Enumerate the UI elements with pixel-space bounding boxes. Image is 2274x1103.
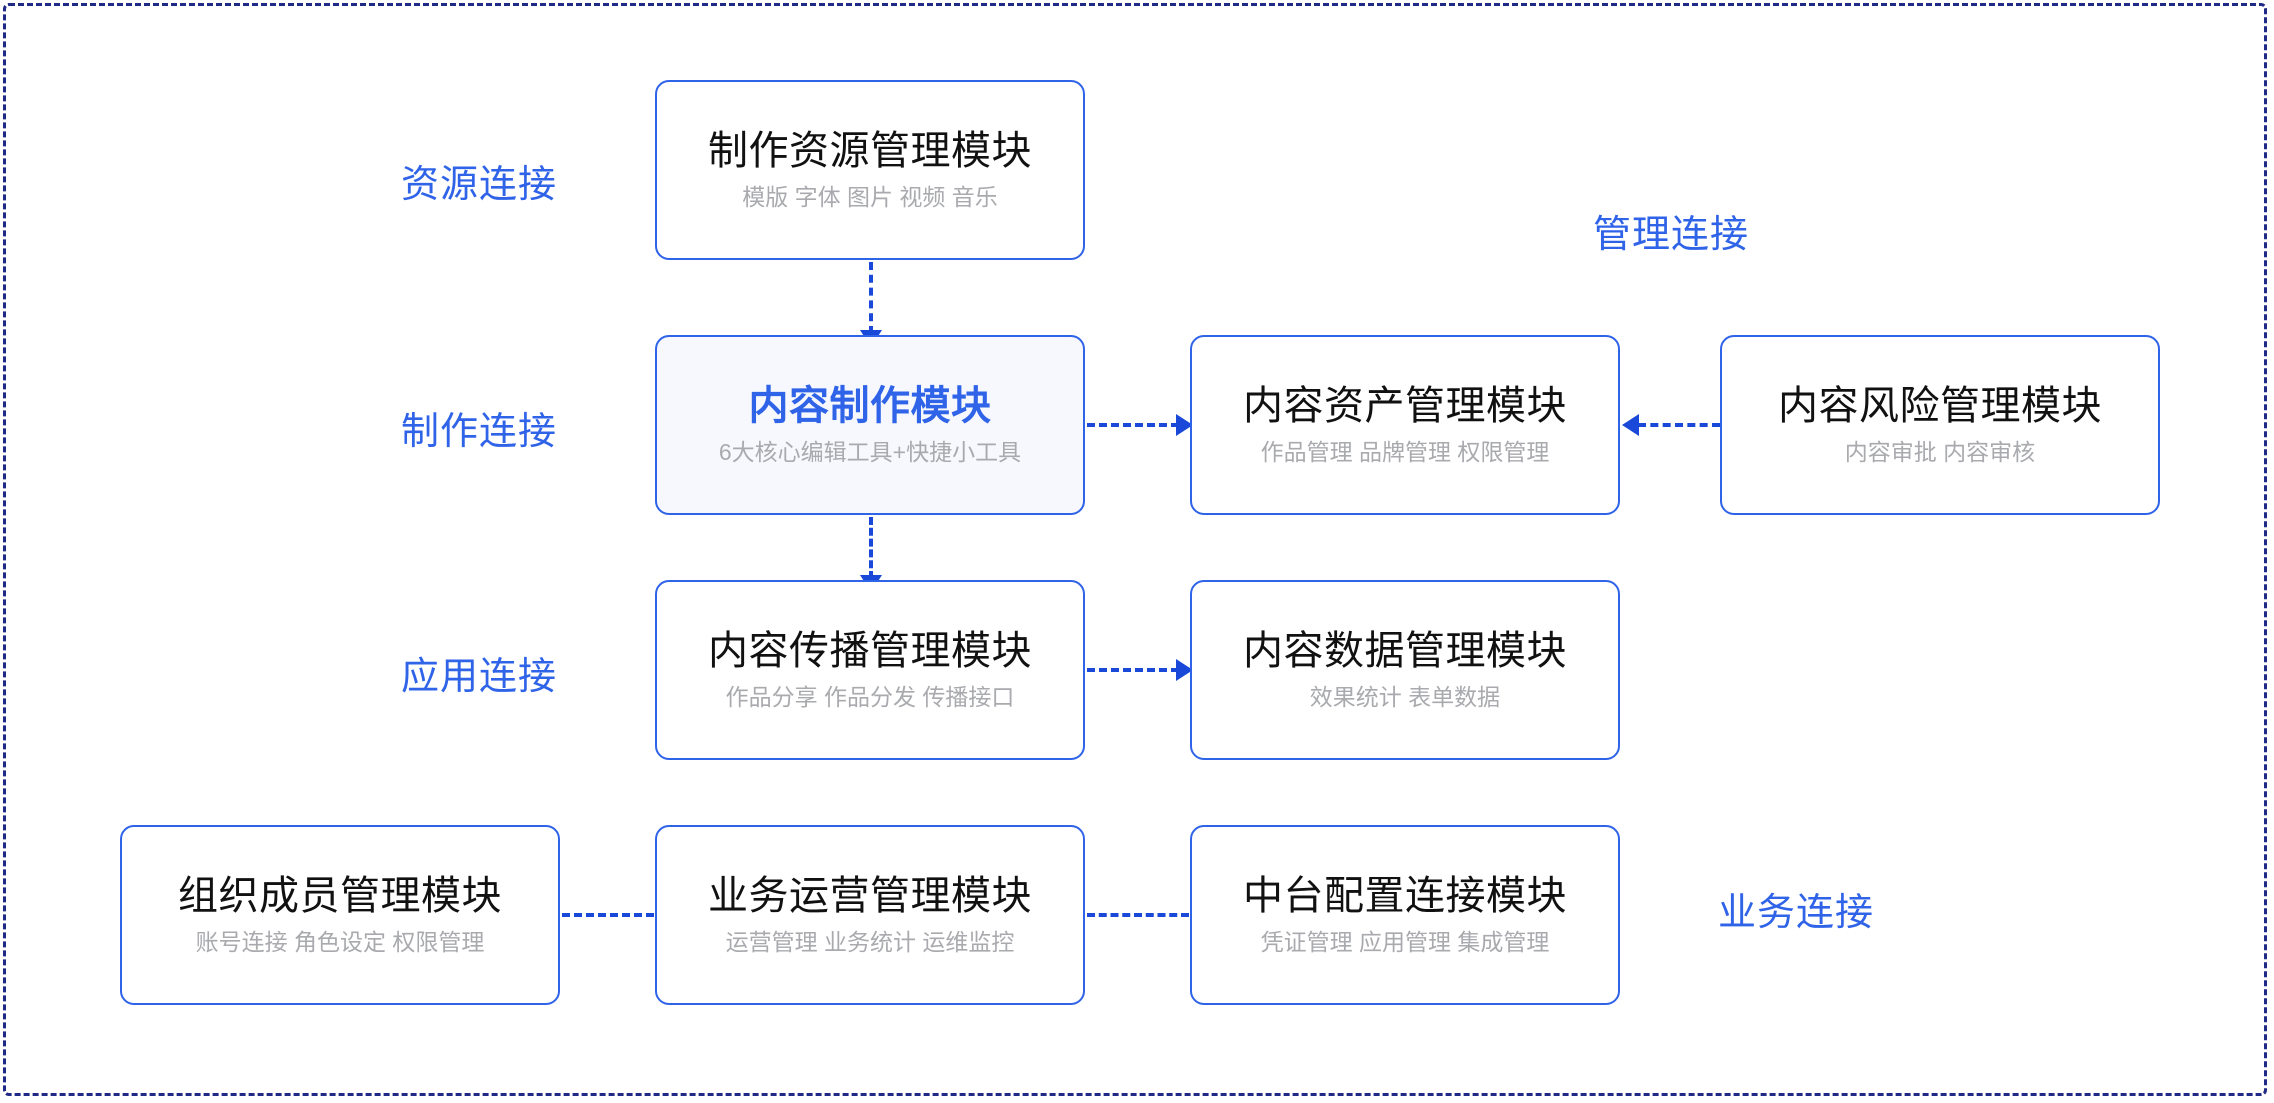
- node-resource-management[interactable]: 制作资源管理模块 模版 字体 图片 视频 音乐: [655, 80, 1085, 260]
- node-subtitle: 凭证管理 应用管理 集成管理: [1260, 928, 1550, 955]
- node-title: 中台配置连接模块: [1243, 873, 1567, 918]
- connector-operation-to-platform: [1087, 913, 1189, 917]
- node-subtitle: 模版 字体 图片 视频 音乐: [742, 183, 998, 210]
- node-content-risk-management[interactable]: 内容风险管理模块 内容审批 内容审核: [1720, 335, 2160, 515]
- arrowhead-risk-to-asset: [1622, 414, 1639, 436]
- side-label-management-connection: 管理连接: [1593, 214, 1750, 256]
- node-content-distribution-management[interactable]: 内容传播管理模块 作品分享 作品分发 传播接口: [655, 580, 1085, 760]
- side-label-production-connection: 制作连接: [401, 411, 558, 453]
- node-subtitle: 作品管理 品牌管理 权限管理: [1260, 438, 1550, 465]
- connector-production-to-distribution: [869, 517, 873, 579]
- side-label-business-connection: 业务连接: [1718, 892, 1875, 934]
- arrowhead-distribution-to-data: [1176, 659, 1193, 681]
- side-label-resource-connection: 资源连接: [401, 164, 558, 206]
- node-subtitle: 6大核心编辑工具+快捷小工具: [718, 438, 1022, 465]
- node-title: 组织成员管理模块: [178, 873, 502, 918]
- node-subtitle: 效果统计 表单数据: [1309, 683, 1501, 710]
- connector-distribution-to-data: [1087, 668, 1179, 672]
- node-subtitle: 运营管理 业务统计 运维监控: [725, 928, 1015, 955]
- node-platform-config-connection[interactable]: 中台配置连接模块 凭证管理 应用管理 集成管理: [1190, 825, 1620, 1005]
- connector-production-to-asset: [1087, 423, 1179, 427]
- node-subtitle: 作品分享 作品分发 传播接口: [725, 683, 1015, 710]
- connector-risk-to-asset: [1638, 423, 1720, 427]
- node-title: 内容传播管理模块: [708, 628, 1032, 673]
- node-content-data-management[interactable]: 内容数据管理模块 效果统计 表单数据: [1190, 580, 1620, 760]
- node-title: 内容制作模块: [748, 383, 992, 428]
- connector-resource-to-production: [869, 262, 873, 334]
- node-title: 内容数据管理模块: [1243, 628, 1567, 673]
- node-title: 制作资源管理模块: [708, 128, 1032, 173]
- node-business-operation-management[interactable]: 业务运营管理模块 运营管理 业务统计 运维监控: [655, 825, 1085, 1005]
- node-organization-member-management[interactable]: 组织成员管理模块 账号连接 角色设定 权限管理: [120, 825, 560, 1005]
- node-content-production[interactable]: 内容制作模块 6大核心编辑工具+快捷小工具: [655, 335, 1085, 515]
- node-subtitle: 账号连接 角色设定 权限管理: [195, 928, 485, 955]
- connector-member-to-operation: [562, 913, 654, 917]
- node-subtitle: 内容审批 内容审核: [1844, 438, 2036, 465]
- node-title: 内容风险管理模块: [1778, 383, 2102, 428]
- node-content-asset-management[interactable]: 内容资产管理模块 作品管理 品牌管理 权限管理: [1190, 335, 1620, 515]
- node-title: 业务运营管理模块: [708, 873, 1032, 918]
- arrowhead-production-to-asset: [1176, 414, 1193, 436]
- node-title: 内容资产管理模块: [1243, 383, 1567, 428]
- side-label-application-connection: 应用连接: [401, 656, 558, 698]
